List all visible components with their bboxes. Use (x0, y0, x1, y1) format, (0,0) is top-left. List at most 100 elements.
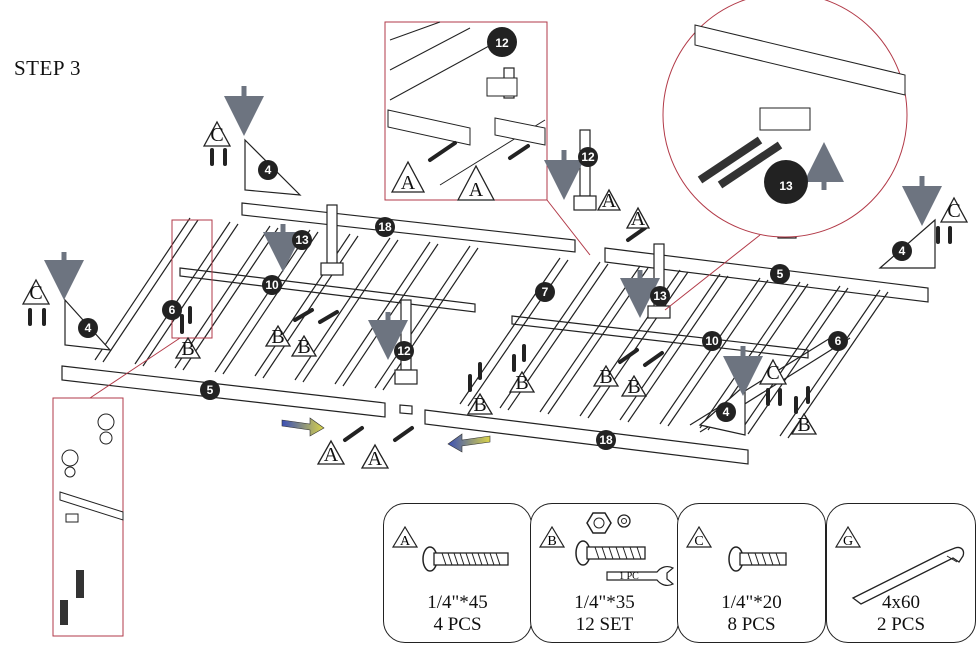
tri-B-7: B (620, 374, 648, 398)
tri-A-3: A (596, 188, 622, 212)
svg-text:G: G (843, 534, 853, 548)
number-callouts: 12 12 12 13 13 13 18 18 10 10 5 5 6 6 7 … (78, 27, 912, 450)
tri-A-6: A (360, 443, 390, 470)
part-qty: 8 PCS (727, 614, 776, 635)
callout-12-low: 12 (394, 341, 414, 361)
letter-callouts: A A A A A A C C C C B B B B B B B B (21, 120, 969, 470)
hex-key-icon (851, 546, 965, 605)
tri-C-2: C (21, 278, 51, 305)
detail-inset-top (387, 21, 546, 186)
svg-text:B: B (515, 372, 528, 394)
detail-inset-bottom-left (59, 413, 124, 625)
callout-4-c: 4 (892, 241, 912, 261)
tri-B-1: B (174, 336, 202, 360)
svg-text:C: C (29, 282, 42, 304)
svg-text:4: 4 (265, 163, 272, 177)
bolts (28, 141, 952, 442)
svg-text:10: 10 (705, 334, 719, 348)
wrench-icon: 1 PC (606, 566, 675, 586)
tri-A-2: A (456, 164, 496, 201)
svg-text:B: B (297, 336, 310, 358)
tri-B-4: B (466, 392, 494, 416)
svg-text:18: 18 (378, 220, 392, 234)
tri-B-5: B (508, 370, 536, 394)
svg-text:4: 4 (85, 321, 92, 335)
svg-text:4: 4 (723, 405, 730, 419)
bolt-icon (422, 546, 509, 572)
arrows (44, 86, 942, 396)
letter-triangle-icon: B (539, 526, 565, 548)
callout-13-left: 13 (292, 230, 312, 250)
left-slat-frame (61, 202, 576, 418)
part-qty: 4 PCS (433, 614, 482, 635)
callout-12-top: 12 (487, 27, 517, 57)
callout-10-left: 10 (262, 275, 282, 295)
svg-text:A: A (324, 444, 339, 466)
part-size: 1/4"*20 (721, 592, 782, 613)
svg-text:13: 13 (779, 179, 793, 193)
tri-B-6: B (592, 364, 620, 388)
tri-C-1: C (202, 120, 232, 147)
callout-7: 7 (535, 282, 555, 302)
svg-text:12: 12 (397, 344, 411, 358)
svg-text:12: 12 (581, 150, 595, 164)
part-qty: 12 SET (575, 614, 634, 635)
svg-text:A: A (631, 208, 646, 230)
part-qty: 2 PCS (876, 614, 926, 635)
bolt-icon (728, 546, 787, 572)
svg-text:B: B (271, 326, 284, 348)
callout-12-mid: 12 (578, 147, 598, 167)
callout-18-bottom: 18 (596, 430, 616, 450)
part-size: 1/4"*35 (574, 592, 635, 613)
svg-text:A: A (400, 534, 411, 548)
tri-B-3: B (290, 334, 318, 358)
svg-text:5: 5 (207, 383, 214, 397)
svg-text:B: B (627, 376, 640, 398)
part-size: 4x60 (882, 592, 920, 613)
svg-text:18: 18 (599, 433, 613, 447)
svg-text:A: A (368, 448, 383, 470)
svg-text:C: C (694, 534, 703, 548)
svg-text:B: B (473, 394, 486, 416)
callout-5-right: 5 (770, 264, 790, 284)
tri-C-3: C (939, 196, 969, 223)
tri-A-1: A (390, 160, 426, 194)
tri-B-8: B (790, 412, 818, 436)
callout-5-left: 5 (200, 380, 220, 400)
bolt-icon (575, 540, 646, 566)
svg-text:10: 10 (265, 278, 279, 292)
tri-C-4: C (758, 358, 788, 385)
svg-text:12: 12 (495, 36, 509, 50)
svg-text:5: 5 (777, 267, 784, 281)
tri-A-5: A (316, 439, 346, 466)
svg-text:13: 13 (295, 233, 309, 247)
callout-13-big: 13 (764, 160, 808, 204)
detail-inset-circle (694, 24, 906, 189)
svg-text:B: B (599, 366, 612, 388)
svg-text:13: 13 (653, 289, 667, 303)
letter-triangle-icon: G (835, 526, 861, 548)
callout-13-right: 13 (650, 286, 670, 306)
step-title: STEP 3 (14, 56, 81, 80)
callout-4-d: 4 (716, 402, 736, 422)
svg-text:B: B (547, 534, 556, 548)
callout-18-top: 18 (375, 217, 395, 237)
letter-triangle-icon: C (686, 526, 712, 548)
slide-arrows (281, 417, 491, 453)
callout-6-left: 6 (162, 300, 182, 320)
svg-text:4: 4 (899, 244, 906, 258)
svg-text:1 PC: 1 PC (619, 571, 639, 582)
svg-text:6: 6 (169, 303, 176, 317)
svg-text:B: B (797, 414, 810, 436)
svg-text:C: C (210, 124, 223, 146)
